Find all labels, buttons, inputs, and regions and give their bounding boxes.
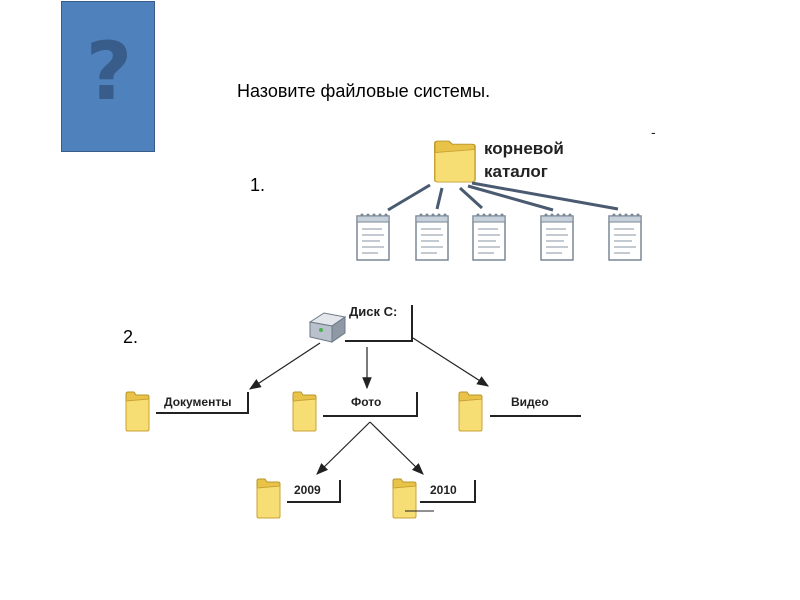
hard-drive-icon [308,312,347,343]
folder-label-2009: 2009 [294,483,321,497]
folder-bracket [156,392,249,414]
diagram-1-number: 1. [250,175,266,195]
folder-bracket [323,392,418,417]
dash-marker: - [651,124,656,140]
document-icon [540,212,574,261]
document-icon [608,212,642,261]
document-icon [356,212,390,261]
folder-icon [292,391,317,432]
folder-icon [125,391,150,432]
folder-label-photo: Фото [351,395,381,409]
folder-bracket [420,480,476,503]
folder-bracket [287,480,341,503]
question-mark-icon: ? [85,25,133,118]
document-icon [415,212,449,261]
root-folder-icon [434,140,476,183]
slide-title: Назовите файловые системы. [237,81,491,101]
drive-arrows [248,337,490,475]
root-label-line1: корневой [484,139,564,158]
drive-label: Диск С: [349,304,397,319]
document-icon [472,212,506,261]
folder-icon [458,391,483,432]
root-connectors [387,181,619,212]
folder-label-2010: 2010 [430,483,457,497]
folder-icon [392,478,417,519]
folder-label-documents: Документы [164,395,231,409]
folder-icon [256,478,281,519]
folder-label-video: Видео [511,395,549,409]
diagram-2-number: 2. [123,327,139,347]
drive-label-bracket [345,305,413,342]
root-label-line2: каталог [484,162,548,181]
question-box: ? [61,1,155,152]
